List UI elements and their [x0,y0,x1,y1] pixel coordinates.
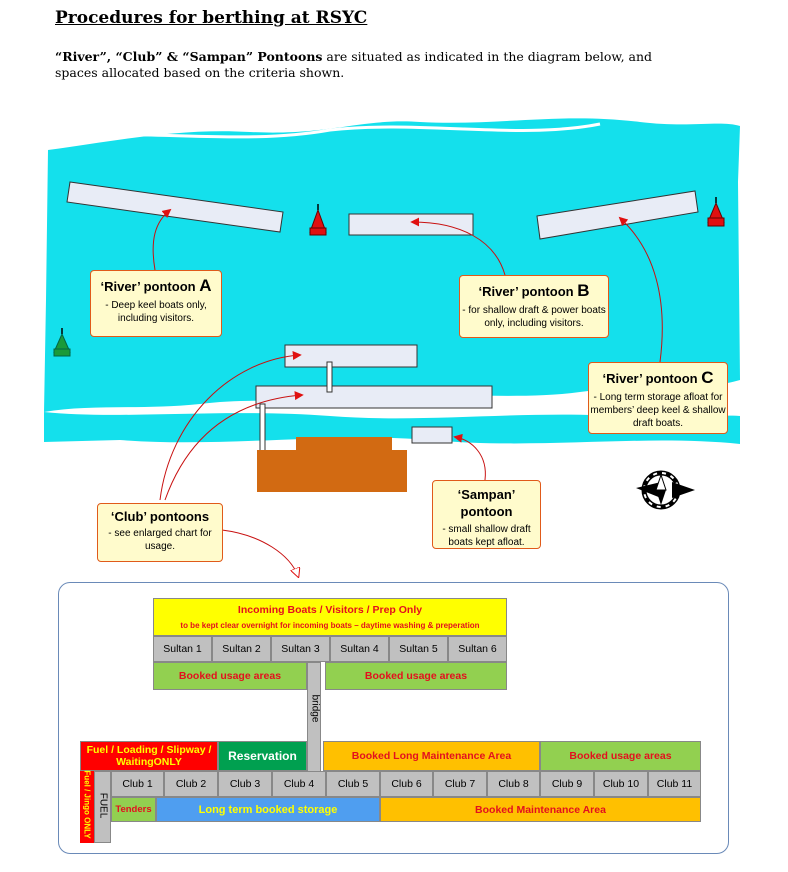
pontoon-b [348,213,474,236]
intro-pontoon-names: “River”, “Club” & “Sampan” Pontoons [55,49,323,64]
bridge: bridge [307,662,321,772]
berth-club-3: Club 3 [218,771,272,797]
fuel-loading-area: Fuel / Loading / Slipway / WaitingONLY [80,741,218,771]
incoming-title: Incoming Boats / Visitors / Prep Only [237,604,423,616]
river [44,118,740,412]
enlarged-chart-panel [58,582,729,854]
callout-title: ‘River’ pontoon [100,279,196,294]
berth-club-7: Club 7 [433,771,487,797]
callout-river-a: ‘River’ pontoon A - Deep keel boats only… [90,270,222,337]
berth-club-5: Club 5 [326,771,380,797]
sampan-pontoon [411,426,453,444]
fuel-box: FUEL [94,771,111,843]
marina-map [44,118,741,580]
callout-club: ‘Club’ pontoons - see enlarged chart for… [97,503,223,562]
red-buoy-icon [707,197,725,227]
club-pontoon-upper [284,344,418,368]
incoming-subtitle: to be kept clear overnight for incoming … [180,621,480,630]
red-buoy-icon [309,204,327,236]
booked-usage-right: Booked usage areas [325,662,507,690]
berth-club-8: Club 8 [487,771,540,797]
callout-desc: - small shallow draft boats kept afloat. [442,524,531,548]
long-term-storage-area: Long term booked storage [156,797,380,822]
intro-text: “River”, “Club” & “Sampan” Pontoons are … [55,49,695,81]
berth-sultan-4: Sultan 4 [330,636,389,662]
incoming-boats-bar: Incoming Boats / Visitors / Prep Only to… [153,598,507,636]
booked-usage-top-right: Booked usage areas [540,741,701,771]
pontoon-c [536,190,699,240]
page-title: Procedures for berthing at RSYC [55,8,368,28]
bridge-label: bridge [309,694,321,723]
berth-club-1: Club 1 [111,771,164,797]
berth-club-10: Club 10 [594,771,648,797]
fuel-jingo-label: Fuel / Jingo ONLY [82,770,92,839]
berth-club-11: Club 11 [648,771,701,797]
tenders-area: Tenders [111,797,156,822]
berth-sultan-6: Sultan 6 [448,636,507,662]
booked-maintenance-area: Booked Maintenance Area [380,797,701,822]
berth-sultan-2: Sultan 2 [212,636,271,662]
berth-club-2: Club 2 [164,771,218,797]
bridge-link [326,361,333,393]
callout-river-b: ‘River’ pontoon B - for shallow draft & … [459,275,609,338]
intro-rest: are situated as indicated in the diagram… [55,49,653,80]
callout-desc: - for shallow draft & power boats only, … [462,305,606,329]
callout-title: ‘River’ pontoon [602,371,698,386]
shore-building [257,437,407,492]
booked-usage-left: Booked usage areas [153,662,307,690]
berth-club-9: Club 9 [540,771,594,797]
callout-title: ‘River’ pontoon [478,284,574,299]
callout-title: ‘Sampan’ pontoon [457,487,516,519]
pontoon-letter: A [199,276,212,295]
fuel-jingo-strip: Fuel / Jingo ONLY [80,770,94,843]
berth-sultan-5: Sultan 5 [389,636,448,662]
berth-sultan-1: Sultan 1 [153,636,212,662]
club-pontoon-lower [255,385,493,409]
reservation-area: Reservation [218,741,307,771]
berth-club-6: Club 6 [380,771,433,797]
callout-desc: - Deep keel boats only, including visito… [105,300,207,324]
callout-desc: - see enlarged chart for usage. [108,528,212,552]
callout-river-c: ‘River’ pontoon C - Long term storage af… [588,362,728,434]
pontoon-letter: C [701,368,714,387]
callout-title: ‘Club’ pontoons [110,509,210,524]
berth-sultan-3: Sultan 3 [271,636,330,662]
gangway [259,403,266,455]
callout-sampan: ‘Sampan’ pontoon - small shallow draft b… [432,480,541,549]
booked-long-maintenance-area: Booked Long Maintenance Area [323,741,540,771]
pontoon-a [66,181,284,233]
fuel-box-label: FUEL [97,792,109,819]
compass-icon [636,470,695,510]
pontoon-letter: B [577,281,590,300]
callout-desc: - Long term storage afloat for members’ … [590,392,726,429]
green-buoy-icon [53,328,71,357]
berth-club-4: Club 4 [272,771,326,797]
